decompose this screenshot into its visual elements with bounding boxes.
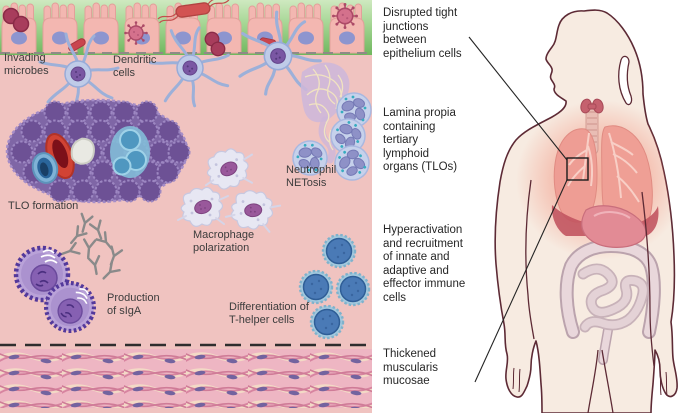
- leader-line-bottom: [474, 179, 568, 383]
- differentiation-thelper-label: Differentiation of T-helper cells: [229, 301, 309, 326]
- annotation-lamina-propria: Lamina propia containing tertiary lympho…: [383, 107, 458, 173]
- invading-microbes-label: Invading microbes: [4, 52, 49, 77]
- stomach: [581, 205, 647, 248]
- flagellated-rod-bacterium-icon: [157, 0, 230, 24]
- vessel-white: [70, 137, 95, 165]
- bronchial-branches: [567, 132, 640, 203]
- annotation-thickened-muscularis: Thickened muscularis mucosae: [383, 348, 438, 387]
- annotation-disrupted-junctions: Disrupted tight junctions between epithe…: [383, 7, 462, 60]
- muscularis-band: [0, 349, 372, 408]
- thyroid: [580, 98, 604, 114]
- invading-microbes-group: [2, 0, 359, 59]
- macrophage-polarization-label: Macrophage polarization: [193, 229, 255, 254]
- neutrophil-netosis-label: Neutrophil NETosis: [286, 164, 337, 189]
- virus-icon: [331, 2, 359, 30]
- t-helper-cell: [298, 269, 334, 305]
- leader-line-top: [468, 36, 568, 161]
- t-helper-cell: [335, 271, 371, 307]
- blood-vessel-blue: [31, 152, 59, 184]
- inset-zoom-square: [566, 157, 589, 181]
- production-siga-label: Production of sIgA: [107, 292, 160, 317]
- mucosa-panel: [0, 0, 372, 413]
- tlo-formation-label: TLO formation: [8, 200, 79, 212]
- internal-organs: [516, 98, 678, 365]
- virus-icon: [123, 20, 149, 46]
- t-helper-cell: [309, 304, 345, 340]
- hev-blue-cells: [110, 126, 150, 178]
- body-contour-lines: [512, 179, 668, 413]
- dendritic-cells-label: Dendritic cells: [113, 54, 157, 79]
- annotation-hyperactivation: Hyperactivation and recruitment of innat…: [383, 224, 466, 304]
- tlo-cluster: [5, 98, 191, 204]
- hair-neck-gap: [618, 55, 633, 106]
- t-helper-cell: [321, 233, 357, 269]
- human-figure: [468, 9, 678, 413]
